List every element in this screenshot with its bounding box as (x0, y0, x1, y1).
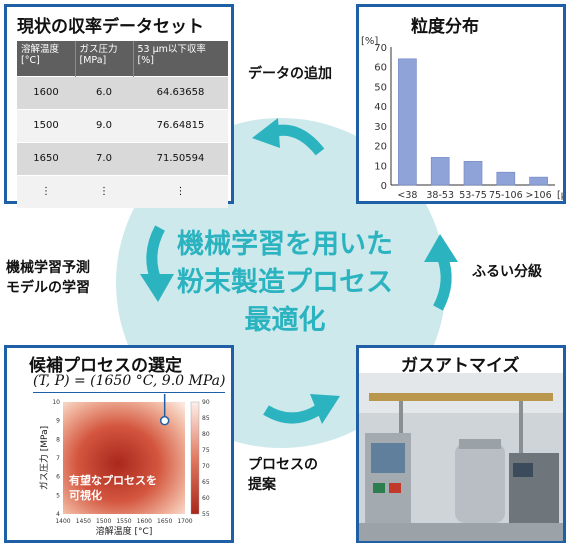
x-tick-label: 1650 (157, 518, 172, 525)
y-tick-label: 60 (374, 63, 387, 74)
colorbar-tick-label: 75 (202, 447, 210, 454)
y-tick-label: 0 (381, 181, 387, 192)
table-cell: 9.0 (75, 108, 133, 142)
y-tick-label: 20 (374, 142, 387, 153)
label-data-add: データの追加 (248, 66, 332, 82)
label-sieve: ふるい分級 (472, 264, 542, 280)
y-tick-label: 70 (374, 43, 387, 54)
y-tick-label: 4 (56, 511, 60, 518)
center-title: 機械学習を用いた 粉末製造プロセス 最適化 (140, 226, 430, 340)
table-cell: 1500 (17, 108, 75, 142)
candidate-panel-title: 候補プロセスの選定 (29, 356, 182, 376)
y-tick-label: 8 (56, 436, 60, 443)
x-tick-label: 38-53 (426, 190, 454, 201)
arrow-top-icon (252, 118, 325, 156)
atomize-panel-title: ガスアトマイズ (401, 356, 520, 376)
selected-point-marker (159, 415, 170, 426)
y-axis-label: [%] (361, 36, 378, 47)
arrow-right-icon (424, 234, 458, 311)
atomize-panel: ガスアトマイズ (356, 345, 566, 543)
colorbar-tick-label: 85 (202, 415, 210, 422)
table-row: ⋮ ⋮ ⋮ (17, 174, 228, 208)
heatmap-overlay-line2: 可視化 (69, 488, 102, 502)
center-title-line1: 機械学習を用いた (177, 229, 393, 260)
x-tick-label: 1700 (177, 518, 192, 525)
table-cell: 64.63658 (133, 75, 228, 109)
heatmap-chart: 1400 1450 1500 1550 1600 1650 1700 4 5 6 7 8 9 10 溶解温度… (38, 394, 210, 537)
x-tick-label: 1500 (96, 518, 111, 525)
dataset-panel-title: 現状の収率データセット (17, 17, 204, 37)
table-row: 1650 7.0 71.50594 (17, 141, 228, 175)
y-tick-label: 9 (56, 418, 60, 425)
y-tick-label: 6 (56, 474, 60, 481)
colorbar-tick-label: 80 (202, 431, 210, 438)
y-tick-label: 30 (374, 122, 387, 133)
histogram-bar (463, 161, 483, 186)
colorbar-tick-label: 70 (202, 463, 210, 470)
table-cell: ⋮ (133, 174, 228, 208)
x-tick-label: <38 (397, 190, 417, 201)
y-tick-label: 10 (374, 161, 387, 172)
colorbar-tick-label: 60 (202, 495, 210, 502)
x-tick-label: 1450 (76, 518, 91, 525)
table-header-row: 溶解温度[°C] ガス圧力[MPa] 53 μm以下収率[%] (17, 41, 228, 76)
atomizer-photo (359, 373, 563, 541)
histogram-panel-title: 粒度分布 (411, 17, 479, 37)
arrow-bottom-icon (263, 394, 340, 424)
y-tick-label: 10 (52, 399, 60, 406)
label-propose: プロセスの 提案 (248, 455, 318, 495)
table-row: 1500 9.0 76.64815 (17, 108, 228, 142)
label-propose-line2: 提案 (248, 477, 276, 493)
table-cell: 6.0 (75, 75, 133, 109)
y-tick-label: 5 (56, 492, 60, 499)
y-tick-label: 50 (374, 82, 387, 93)
histogram-bar (398, 58, 417, 186)
table-cell: 71.50594 (133, 141, 228, 175)
x-tick-label: 75-106 (489, 190, 523, 201)
center-title-line3: 最適化 (244, 305, 326, 336)
x-tick-label: 53-75 (459, 190, 487, 201)
x-tick-label: >106 (526, 190, 552, 201)
x-axis-label: [μm] (557, 190, 563, 201)
y-tick-label: 7 (56, 455, 60, 462)
colorbar-tick-label: 90 (202, 399, 210, 406)
colorbar-tick-label: 55 (202, 511, 210, 518)
x-axis-label: 溶解温度 [°C] (96, 525, 153, 537)
label-ml-train: 機械学習予測 モデルの学習 (6, 258, 90, 298)
y-tick-label: 40 (374, 102, 387, 113)
x-tick-label: 1400 (55, 518, 70, 525)
label-ml-train-line2: モデルの学習 (6, 280, 90, 296)
candidate-panel: 候補プロセスの選定 (T, P) = (1650 °C, 9.0 MPa) 14… (4, 345, 234, 543)
dataset-table: 溶解温度[°C] ガス圧力[MPa] 53 μm以下収率[%] 1600 6.0… (17, 41, 228, 208)
histogram-bar (430, 157, 450, 186)
colorbar (190, 401, 200, 515)
header-temperature: 溶解温度[°C] (17, 41, 76, 76)
header-yield: 53 μm以下収率[%] (133, 41, 228, 76)
table-row: 1600 6.0 64.63658 (17, 75, 228, 109)
x-tick-label: 1550 (116, 518, 131, 525)
table-cell: 7.0 (75, 141, 133, 175)
label-ml-train-line1: 機械学習予測 (6, 260, 90, 276)
label-propose-line1: プロセスの (248, 457, 318, 473)
header-pressure: ガス圧力[MPa] (75, 41, 134, 76)
y-axis-label: ガス圧力 [MPa] (38, 426, 50, 490)
histogram-bar (496, 171, 516, 186)
selected-process-formula: (T, P) = (1650 °C, 9.0 MPa) (33, 373, 226, 393)
dataset-panel: 現状の収率データセット 溶解温度[°C] ガス圧力[MPa] 53 μm以下収率… (4, 4, 234, 208)
table-cell: 1650 (17, 141, 75, 175)
heatmap-overlay-line1: 有望なプロセスを (69, 473, 157, 487)
colorbar-tick-label: 65 (202, 479, 210, 486)
center-title-line2: 粉末製造プロセス (177, 267, 393, 298)
table-cell: 1600 (17, 75, 75, 109)
table-cell: ⋮ (17, 174, 75, 208)
histogram-bar (529, 176, 548, 186)
arrow-left-icon (140, 225, 174, 302)
table-cell: ⋮ (75, 174, 133, 208)
x-tick-label: 1600 (137, 518, 152, 525)
table-cell: 76.64815 (133, 108, 228, 142)
